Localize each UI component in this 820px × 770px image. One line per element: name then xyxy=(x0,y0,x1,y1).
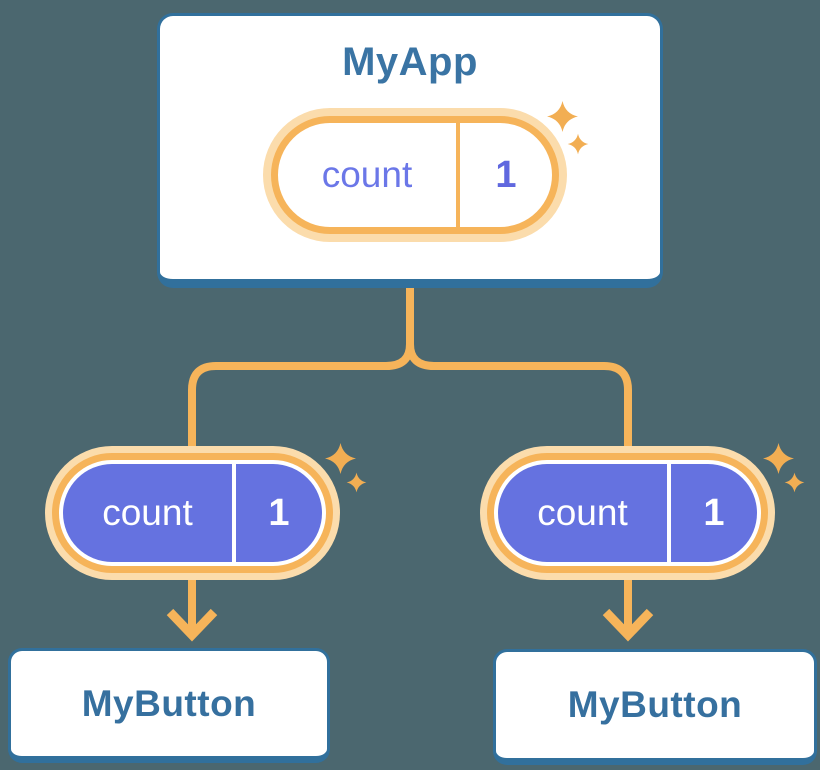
prop-pill-body: count 1 xyxy=(498,464,757,562)
component-card-myapp: MyApp count 1 xyxy=(157,13,663,288)
state-pill-ring: count 1 xyxy=(271,116,559,234)
sparkle-small-icon xyxy=(567,133,589,155)
component-card-mybutton-right: MyButton xyxy=(493,649,817,765)
component-title: MyApp xyxy=(342,40,478,84)
sparkle-large-icon xyxy=(763,443,794,474)
prop-pill-divider xyxy=(667,464,671,562)
state-pill-value: 1 xyxy=(495,153,517,196)
sparkle-large-icon xyxy=(325,443,356,474)
component-card-mybutton-left: MyButton xyxy=(8,648,330,763)
sparkle-small-icon xyxy=(346,472,367,493)
arrowhead-left-icon xyxy=(166,608,218,642)
prop-pill-value: 1 xyxy=(268,491,290,534)
state-pill-label: count xyxy=(321,154,413,195)
prop-pill-divider xyxy=(232,464,236,562)
prop-pill-body: count 1 xyxy=(63,464,322,562)
prop-pill-left: count 1 xyxy=(45,446,340,580)
prop-pill-value: 1 xyxy=(703,491,725,534)
state-pill-divider xyxy=(456,123,460,227)
prop-pill-glow: count 1 xyxy=(45,446,340,580)
arrowhead-right-icon xyxy=(602,608,654,642)
prop-pill-ring: count 1 xyxy=(52,453,333,573)
prop-pill-label: count xyxy=(537,492,628,533)
state-pill-glow: count 1 xyxy=(263,108,567,242)
prop-pill-ring: count 1 xyxy=(487,453,768,573)
edge-root-to-right-child xyxy=(406,288,632,631)
prop-pill-glow: count 1 xyxy=(480,446,775,580)
sparkle-small-icon xyxy=(784,472,805,493)
sparkle-large-icon xyxy=(547,101,578,132)
prop-pill-right: count 1 xyxy=(480,446,775,580)
prop-pill-label: count xyxy=(102,492,193,533)
state-pill: count 1 xyxy=(263,108,567,242)
